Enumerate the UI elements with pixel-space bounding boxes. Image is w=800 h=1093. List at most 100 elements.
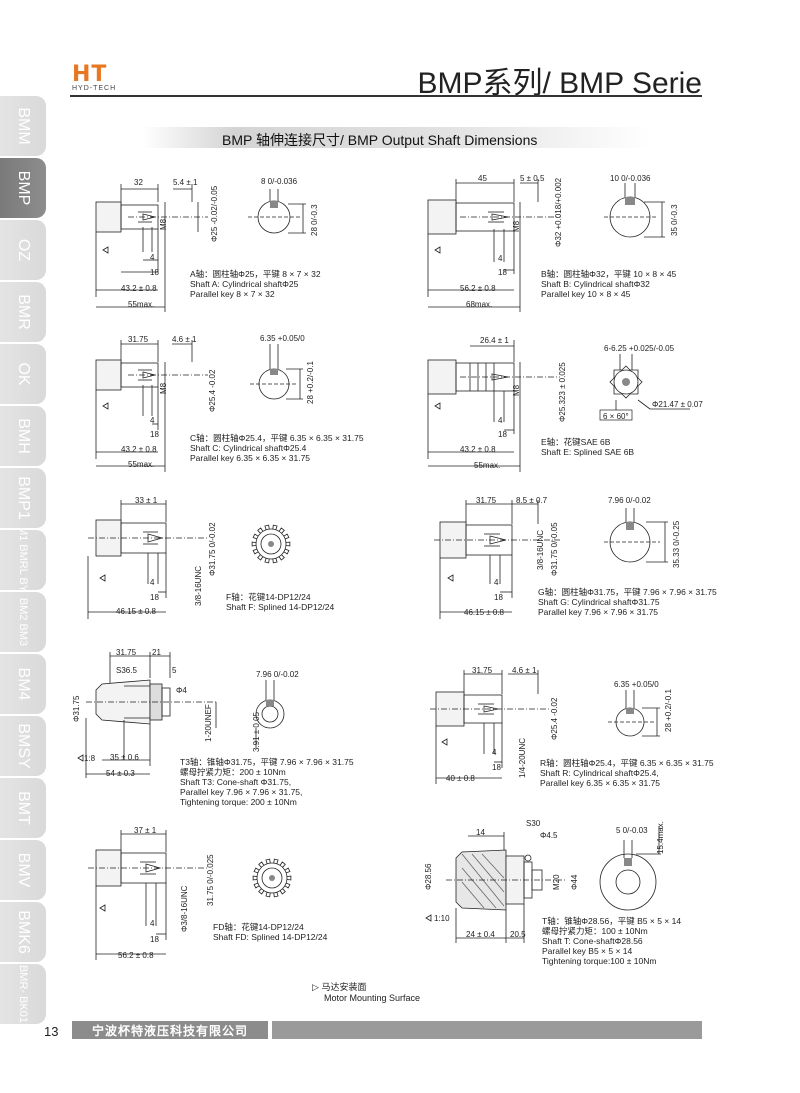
shaft-r-svg bbox=[430, 670, 660, 784]
shaft-t3-key-width: 7.96 0/-0.02 bbox=[256, 670, 299, 679]
shaft-r-dim-total: 40 ± 0.8 bbox=[446, 774, 475, 783]
shaft-e-spline-count: 6 × 60° bbox=[603, 412, 629, 421]
shaft-e-spline-width: 6-6.25 +0.025/-0.05 bbox=[604, 344, 675, 353]
shaft-c-drawing: 31.75 4.6 ± 1 M8 Φ25.4 -0.02 4 18 43.2 ±… bbox=[88, 334, 328, 474]
shaft-r-dim-18: 18 bbox=[492, 763, 501, 772]
shaft-t3-key-height: 3.91 ± 0.05 bbox=[252, 712, 261, 752]
shaft-t-dim-nut: S30 bbox=[526, 819, 541, 828]
shaft-e-dim-18: 18 bbox=[498, 430, 507, 439]
shaft-t3-dim-length: 31.75 bbox=[116, 648, 137, 657]
footer-company: 宁波杯特液压科技有限公司 bbox=[92, 1024, 249, 1038]
shaft-t3-dim-cone: 35 ± 0.6 bbox=[110, 753, 139, 762]
shaft-g-dim-thread: 3/8-16UNC bbox=[536, 529, 545, 570]
shaft-c-dim-thread: M8 bbox=[159, 382, 168, 394]
tab-bmt[interactable]: BMT bbox=[0, 778, 46, 838]
shaft-a-dim-thread: M8 bbox=[159, 218, 168, 230]
shaft-c-key-height: 28 +0.2/-0.1 bbox=[306, 361, 315, 404]
shaft-f-spline-teeth bbox=[251, 524, 291, 564]
shaft-b-dim-length: 45 bbox=[478, 174, 487, 183]
shaft-c-caption: C轴：圆柱轴Φ25.4，平键 6.35 × 6.35 × 31.75 Shaft… bbox=[190, 433, 364, 463]
shaft-f-dim-length: 33 ± 1 bbox=[135, 496, 158, 505]
shaft-g-drawing: 31.75 8.5 ± 0.7 3/8-16UNC Φ31.75 0/-0.05… bbox=[420, 494, 690, 624]
shaft-r-dim-thread: 1/4-20UNC bbox=[518, 737, 527, 778]
shaft-r-drawing: 31.75 4.6 ± 1 1/4-20UNC Φ25.4 -0.02 4 18… bbox=[420, 664, 690, 794]
shaft-r-dim-4: 4 bbox=[492, 748, 497, 757]
shaft-t-dim-20-5: 20.5 bbox=[510, 930, 526, 939]
shaft-g-key-width: 7.96 0/-0.02 bbox=[608, 496, 651, 505]
logo-text: HT bbox=[72, 62, 108, 87]
tab-bmp1[interactable]: BMP1 bbox=[0, 468, 46, 528]
shaft-g-dim-total: 46.15 ± 0.8 bbox=[464, 608, 504, 617]
shaft-e-drawing: 26.4 ± 1 M8 Φ25.323 ± 0.025 4 18 43.2 ± … bbox=[420, 334, 703, 474]
shaft-a-dim-max: 55max. bbox=[128, 300, 155, 309]
shaft-b-key-width: 10 0/-0.036 bbox=[610, 174, 651, 183]
shaft-a-dim-18: 18 bbox=[150, 268, 159, 277]
shaft-t3-dim-21: 21 bbox=[152, 648, 161, 657]
footer-bar-left bbox=[72, 1021, 268, 1039]
shaft-t3-dim-taper: 1:8 bbox=[84, 754, 96, 763]
shaft-t-key-width: 5 0/-0.03 bbox=[616, 826, 648, 835]
tab-bm1-bmrl-bym[interactable]: BM1 BMRL BYM bbox=[0, 530, 46, 590]
tab-ok[interactable]: OK bbox=[0, 344, 46, 404]
tab-oz[interactable]: OZ bbox=[0, 220, 46, 280]
shaft-f-dim-18: 18 bbox=[150, 593, 159, 602]
shaft-b-dim-offset: 5 ± 0.5 bbox=[520, 174, 545, 183]
tab-bmv[interactable]: BMV bbox=[0, 840, 46, 900]
tab-bmp[interactable]: BMP bbox=[0, 158, 46, 218]
shaft-t3-dim-diameter: Φ31.75 bbox=[72, 695, 81, 722]
brand-logo: HT HYD-TECH bbox=[72, 62, 142, 96]
footer-bar-right bbox=[272, 1021, 702, 1039]
shaft-f-caption: F轴：花键14-DP12/24 Shaft F: Splined 14-DP12… bbox=[226, 592, 335, 612]
shaft-t3-dim-nut: S36.5 bbox=[116, 666, 137, 675]
shaft-f-dim-diameter: Φ31.75 0/-0.02 bbox=[208, 522, 217, 576]
shaft-g-dim-offset: 8.5 ± 0.7 bbox=[516, 496, 548, 505]
shaft-t3-caption: T3轴：锥轴Φ31.75，平键 7.96 × 7.96 × 31.75 螺母拧紧… bbox=[180, 757, 354, 807]
shaft-b-drawing: 45 5 ± 0.5 M8 Φ32 +0.018/+0.002 4 18 56.… bbox=[420, 172, 680, 322]
tab-bm2-bm3[interactable]: BM2 BM3 bbox=[0, 592, 46, 652]
tab-bmr-bk01[interactable]: BMR- BK01 bbox=[0, 964, 46, 1024]
shaft-f-dim-4: 4 bbox=[150, 578, 155, 587]
shaft-t-caption: T轴：锥轴Φ28.56，平键 B5 × 5 × 14 螺母拧紧力矩：100 ± … bbox=[542, 916, 682, 966]
shaft-t-drawing: 14 S30 Φ4.5 Φ28.56 M20 Φ44 1:10 24 ± 0.4… bbox=[416, 818, 706, 958]
shaft-t-key-height: 15.4max. bbox=[656, 821, 665, 854]
shaft-g-svg bbox=[434, 500, 668, 619]
shaft-r-caption: R轴：圆柱轴Φ25.4，平键 6.35 × 6.35 × 31.75 Shaft… bbox=[540, 758, 714, 788]
shaft-e-dim-4: 4 bbox=[498, 416, 503, 425]
shaft-f-dim-thread: 3/8-16UNC bbox=[194, 565, 203, 606]
shaft-t-dim-taper: 1:10 bbox=[434, 914, 450, 923]
shaft-b-dim-4: 4 bbox=[498, 254, 503, 263]
shaft-t3-dim-pin: Φ4 bbox=[176, 686, 187, 695]
tab-bmsy[interactable]: BMSY bbox=[0, 716, 46, 776]
tab-bmr[interactable]: BMR bbox=[0, 282, 46, 342]
page-number: 13 bbox=[44, 1024, 59, 1039]
shaft-t-dim-diameter: Φ28.56 bbox=[424, 863, 433, 890]
shaft-t3-dim-total: 54 ± 0.3 bbox=[106, 769, 135, 778]
shaft-fd-caption: FD轴：花键14-DP12/24 Shaft FD: Splined 14-DP… bbox=[213, 922, 328, 942]
page-title: BMP系列/ BMP Serie bbox=[417, 67, 702, 100]
shaft-a-key-height: 28 0/-0.3 bbox=[310, 204, 319, 236]
shaft-b-dim-max: 68max. bbox=[466, 300, 493, 309]
shaft-b-dim-diameter: Φ32 +0.018/+0.002 bbox=[554, 177, 563, 247]
tab-bm4[interactable]: BM4 bbox=[0, 654, 46, 714]
shaft-t-dim-thread: M20 bbox=[552, 874, 561, 890]
shaft-t3-dim-5: 5 bbox=[172, 666, 177, 675]
shaft-g-dim-18: 18 bbox=[494, 593, 503, 602]
tab-bmm[interactable]: BMM bbox=[0, 96, 46, 156]
shaft-t-dim-length: 14 bbox=[476, 828, 485, 837]
shaft-b-svg bbox=[427, 179, 665, 312]
shaft-t3-drawing: 31.75 21 S36.5 5 Φ4 1-20UNEF Φ31.75 1:8 … bbox=[66, 648, 336, 788]
legend-text-cn: 马达安装面 bbox=[321, 982, 367, 992]
shaft-fd-dim-thread: Φ3/8-16UNC bbox=[180, 885, 189, 932]
shaft-e-dim-max: 55max. bbox=[474, 461, 501, 470]
shaft-a-dim-4: 4 bbox=[150, 253, 155, 262]
tab-bmh[interactable]: BMH bbox=[0, 406, 46, 466]
shaft-g-key-height: 35.33 0/-0.25 bbox=[672, 520, 681, 568]
shaft-c-dim-length: 31.75 bbox=[128, 335, 149, 344]
shaft-e-dim-thread: M8 bbox=[512, 384, 521, 396]
shaft-c-dim-18: 18 bbox=[150, 430, 159, 439]
shaft-a-dim-length: 32 bbox=[134, 178, 143, 187]
shaft-c-dim-total: 43.2 ± 0.8 bbox=[121, 445, 157, 454]
shaft-g-dim-diameter: Φ31.75 0/-0.05 bbox=[550, 522, 559, 576]
shaft-c-dim-max: 55max. bbox=[128, 460, 155, 469]
tab-bmk6[interactable]: BMK6 bbox=[0, 902, 46, 962]
